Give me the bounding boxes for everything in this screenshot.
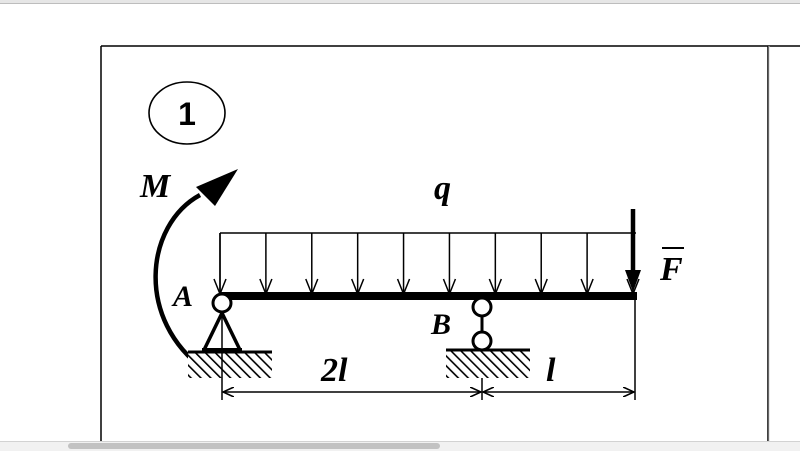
force-label: F: [659, 251, 683, 288]
support-b: [446, 296, 530, 378]
load-arrow: [350, 233, 365, 297]
load-arrow: [259, 233, 273, 297]
figure-number-badge: 1: [148, 81, 226, 145]
span-bc-label: l: [546, 352, 556, 389]
distributed-load: [213, 232, 640, 297]
moment-label: M: [139, 168, 172, 205]
load-arrow: [396, 233, 411, 297]
load-arrow: [442, 233, 457, 297]
load-arrow: [488, 233, 503, 297]
load-arrow: [213, 233, 227, 297]
dimension-lines: [221, 300, 636, 400]
support-a-label: A: [171, 280, 193, 313]
distributed-load-label: q: [434, 170, 451, 207]
force-arrow: [625, 209, 641, 292]
load-arrow: [305, 233, 319, 297]
load-arrow: [534, 233, 548, 297]
support-b-label: B: [430, 308, 451, 341]
support-a: [188, 292, 272, 378]
figure-number: 1: [178, 96, 196, 132]
load-arrow: [580, 233, 594, 297]
span-ab-label: 2l: [320, 352, 348, 389]
window-top-edge: [0, 0, 800, 4]
scrollbar-thumb[interactable]: [68, 443, 440, 449]
moment-arrow: [153, 169, 238, 372]
page-frame: [100, 45, 800, 450]
